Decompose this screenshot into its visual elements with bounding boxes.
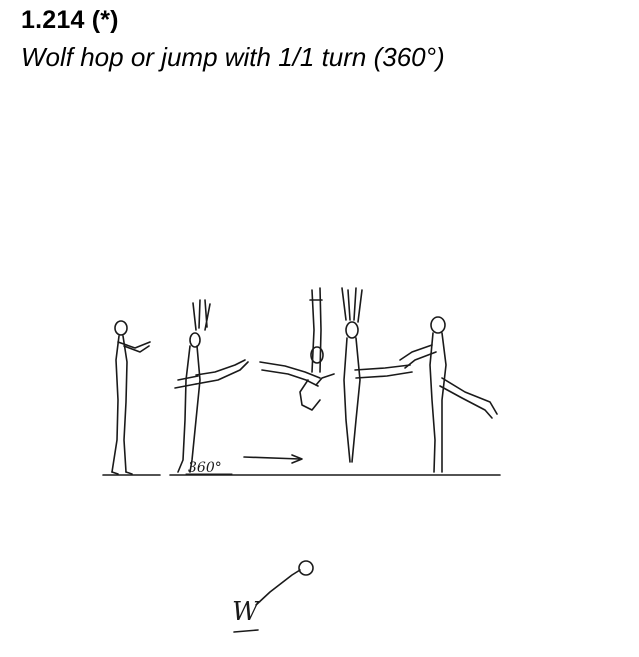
turn-label: 360°: [188, 460, 222, 476]
notation-symbol: W: [232, 560, 314, 633]
turn-arrow: [243, 456, 301, 460]
element-code: 1.214 (*): [21, 6, 119, 34]
figure-landing: [341, 287, 413, 463]
symbol-swoop: [255, 569, 301, 606]
figure-standing-start: [111, 320, 151, 475]
figure-final-pose: [399, 316, 498, 473]
symbol-underline: [233, 629, 259, 633]
element-title: Wolf hop or jump with 1/1 turn (360°): [21, 42, 445, 72]
symbol-letter: W: [232, 597, 261, 627]
turn-annotation: 360°: [185, 454, 303, 476]
figure-airborne: [259, 287, 335, 411]
figure-takeoff: [174, 299, 249, 473]
symbol-circle: [298, 560, 314, 576]
turn-arrowhead: [291, 454, 303, 464]
